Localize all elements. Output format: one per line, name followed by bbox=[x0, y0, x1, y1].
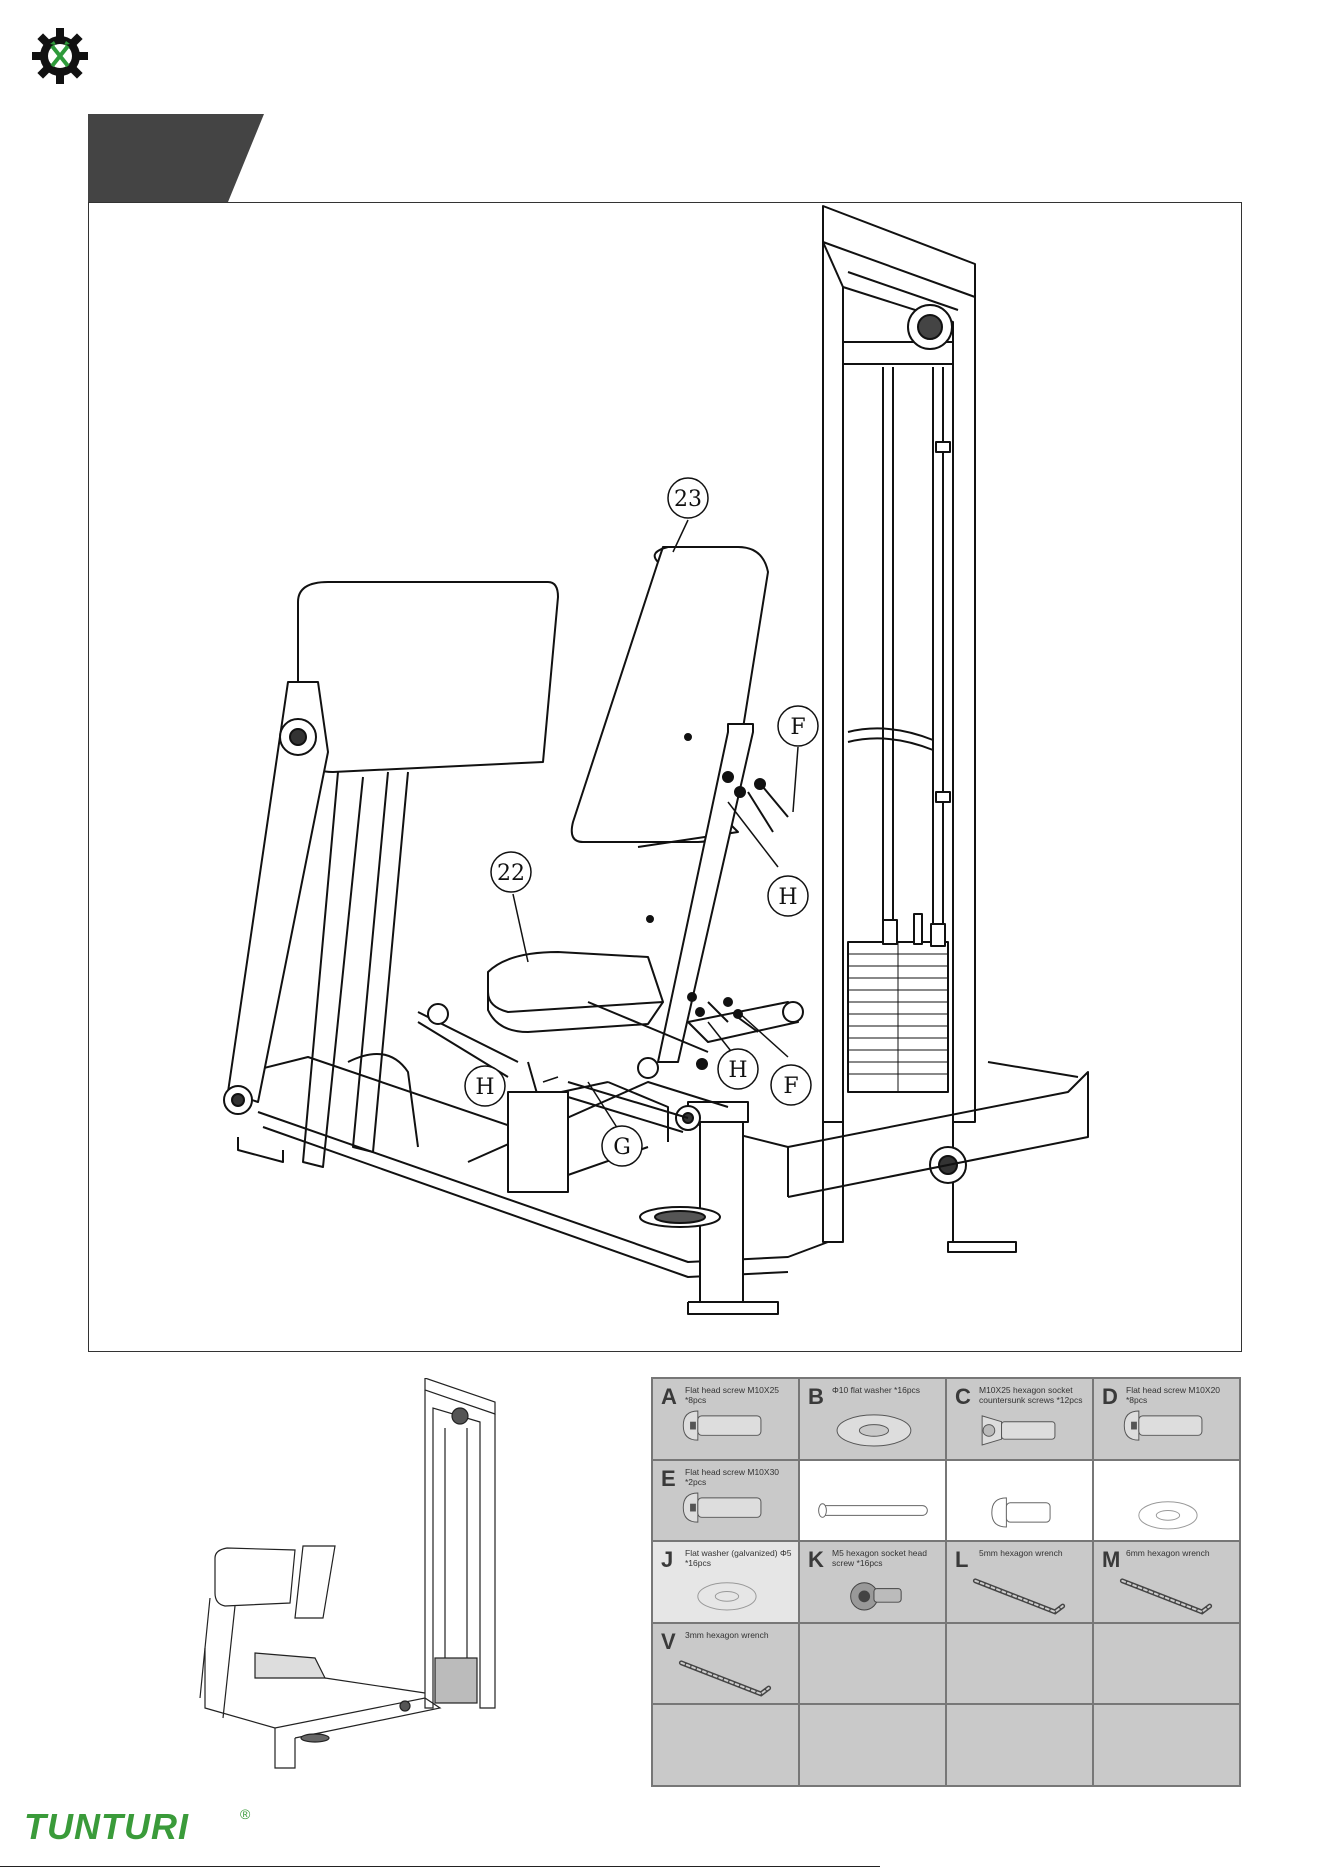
base-frame bbox=[237, 1056, 1089, 1315]
part-description: 3mm hexagon wrench bbox=[685, 1629, 769, 1640]
callout-h-left: H bbox=[475, 1075, 494, 1100]
button-head-screw-icon bbox=[682, 1410, 762, 1441]
parts-cell: A Flat head screw M10X25 *8pcs bbox=[652, 1378, 799, 1460]
parts-cell: D Flat head screw M10X20 *8pcs bbox=[1093, 1378, 1240, 1460]
parts-cell: M 6mm hexagon wrench bbox=[1093, 1541, 1240, 1623]
brand-registered-mark: ® bbox=[240, 1806, 251, 1822]
part-letter: E bbox=[661, 1465, 676, 1491]
part-letter: B bbox=[808, 1384, 824, 1409]
part-description: 6mm hexagon wrench bbox=[1126, 1548, 1210, 1559]
parts-cell bbox=[652, 1704, 799, 1786]
part-letter: D bbox=[1102, 1384, 1118, 1409]
part-description: 5mm hexagon wrench bbox=[979, 1548, 1063, 1559]
socket-head-screw-icon bbox=[850, 1582, 902, 1611]
part-letter: K bbox=[808, 1547, 824, 1573]
part-letter: L bbox=[955, 1547, 969, 1573]
callout-h-middle: H bbox=[728, 1058, 747, 1083]
parts-cell: L 5mm hexagon wrench bbox=[946, 1541, 1093, 1623]
callout-23: 23 bbox=[674, 487, 702, 512]
callout-h-upper: H bbox=[778, 885, 797, 910]
assembled-machine-thumbnail bbox=[199, 1378, 496, 1769]
brand-logo: TUNTURI bbox=[24, 1806, 189, 1847]
parts-cell bbox=[1093, 1704, 1240, 1786]
parts-cell bbox=[946, 1459, 1093, 1542]
parts-cell: J Flat washer (galvanized) Φ5 *16pcs bbox=[652, 1541, 799, 1623]
washer-outline-icon bbox=[1138, 1500, 1198, 1530]
hex-wrench-icon bbox=[678, 1660, 772, 1697]
parts-cell bbox=[799, 1704, 946, 1786]
parts-cell: C M10X25 hexagon socket countersunk screw… bbox=[946, 1378, 1093, 1460]
part-description: Flat washer (galvanized) Φ5 *16pcs bbox=[685, 1548, 792, 1569]
hex-wrench-icon bbox=[972, 1578, 1066, 1615]
diagram-frame bbox=[88, 202, 1242, 1352]
short-screw-icon bbox=[991, 1496, 1051, 1528]
part-letter: J bbox=[661, 1547, 674, 1573]
footer-rule bbox=[0, 1866, 880, 1867]
weight-tower bbox=[822, 205, 1017, 1253]
parts-cell: V 3mm hexagon wrench bbox=[652, 1622, 799, 1705]
parts-cell bbox=[946, 1704, 1093, 1786]
parts-cell bbox=[1093, 1459, 1240, 1542]
part-letter: V bbox=[661, 1628, 676, 1654]
button-head-screw-icon bbox=[682, 1492, 762, 1523]
parts-cell bbox=[946, 1622, 1093, 1705]
parts-cell bbox=[1093, 1622, 1240, 1705]
rear-pad bbox=[223, 581, 559, 1168]
long-bolt-icon bbox=[818, 1502, 928, 1518]
callout-f-top: F bbox=[790, 715, 805, 740]
flat-washer-icon bbox=[836, 1414, 912, 1447]
callout-22: 22 bbox=[497, 861, 525, 886]
part-description: M10X25 hexagon socket countersunk screws… bbox=[979, 1385, 1083, 1405]
part-letter: A bbox=[661, 1384, 677, 1409]
step-tab bbox=[88, 114, 264, 202]
part-description: Flat head screw M10X25 *8pcs bbox=[685, 1385, 780, 1405]
part-description: M5 hexagon socket head screw *16pcs bbox=[832, 1548, 927, 1569]
callout-g: G bbox=[613, 1135, 631, 1160]
leg-press-assembly-diagram: 23 22 F H H F H G bbox=[223, 205, 1089, 1315]
parts-cell: E Flat head screw M10X30 *2pcs bbox=[652, 1459, 799, 1542]
seat-22 bbox=[417, 951, 721, 1228]
callout-f-bottom: F bbox=[783, 1074, 798, 1099]
part-description: Flat head screw M10X30 *2pcs bbox=[685, 1466, 780, 1487]
countersunk-screw-icon bbox=[981, 1415, 1056, 1446]
part-letter: M bbox=[1102, 1547, 1121, 1573]
washer-outline-icon bbox=[697, 1582, 757, 1611]
parts-cell: K M5 hexagon socket head screw *16pcs bbox=[799, 1541, 946, 1623]
part-letter: C bbox=[955, 1384, 971, 1409]
button-head-screw-icon bbox=[1123, 1410, 1203, 1441]
parts-cell: B Φ10 flat washer *16pcs bbox=[799, 1378, 946, 1460]
parts-cell bbox=[799, 1459, 946, 1542]
parts-cell bbox=[799, 1622, 946, 1705]
hex-wrench-icon bbox=[1119, 1578, 1213, 1615]
part-description: Φ10 flat washer *16pcs bbox=[832, 1385, 921, 1395]
part-description: Flat head screw M10X20 *8pcs bbox=[1126, 1385, 1221, 1405]
gear-logo-icon bbox=[32, 28, 88, 84]
hardware-parts-table: A Flat head screw M10X25 *8pcs B Φ10 flat w… bbox=[651, 1377, 1241, 1787]
